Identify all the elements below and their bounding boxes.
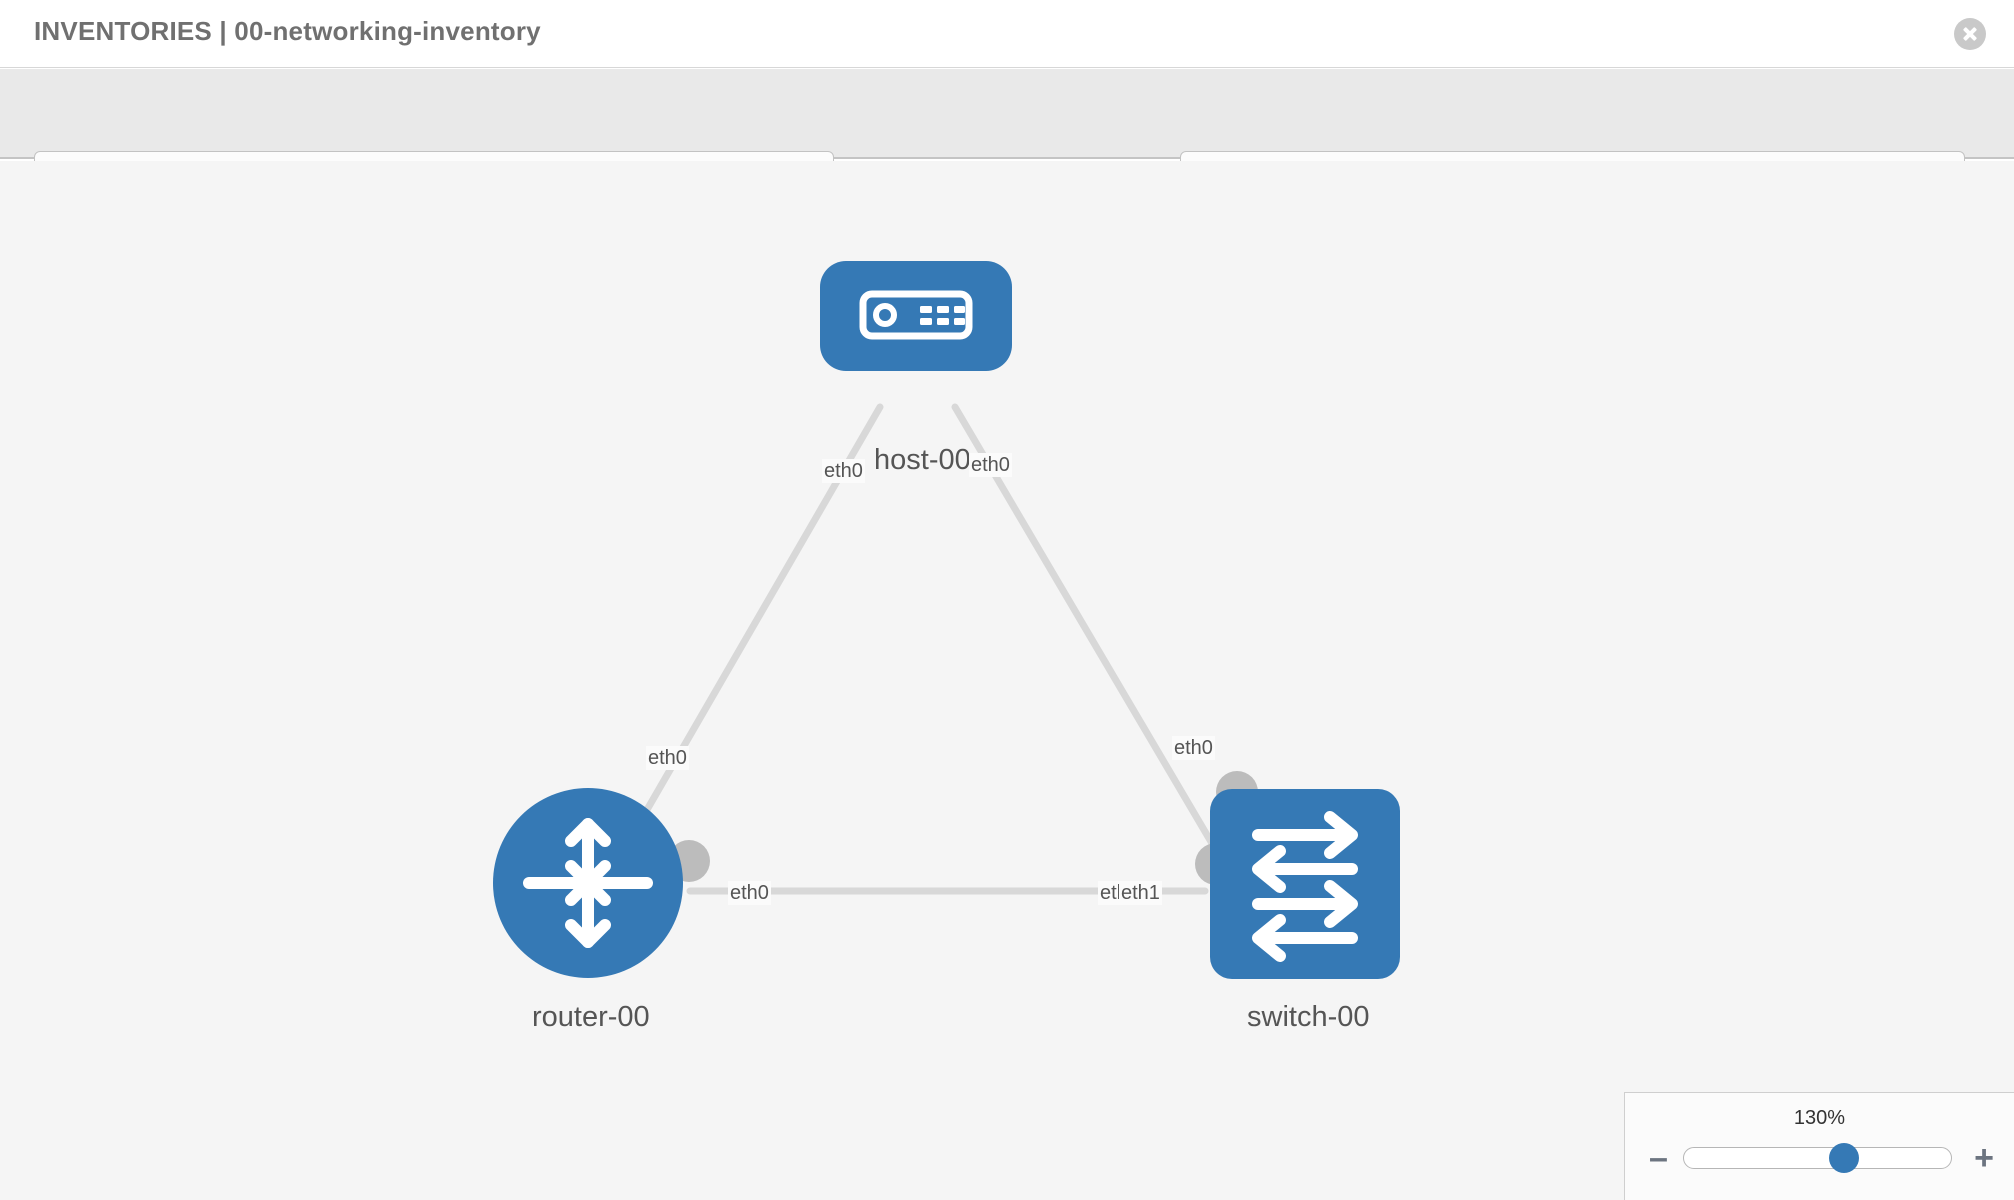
zoom-slider-row: – + — [1625, 1141, 2014, 1175]
toolbar: ACTIONS SEARCH — [0, 69, 2014, 203]
interface-label-switch-up: eth0 — [1172, 736, 1215, 760]
node-router-00[interactable] — [493, 788, 729, 978]
switch-icon-tile[interactable] — [1210, 789, 1400, 979]
server-icon — [859, 290, 973, 340]
page-title: INVENTORIES | 00-networking-inventory — [34, 16, 541, 46]
node-host-00[interactable] — [820, 261, 1012, 441]
interface-label-router-right: eth0 — [728, 881, 771, 905]
zoom-in-button[interactable]: + — [1974, 1139, 1994, 1177]
zoom-level-label: 130% — [1793, 1107, 1846, 1129]
zoom-slider-thumb[interactable] — [1829, 1143, 1860, 1173]
node-label-host-00: host-00 — [872, 444, 973, 477]
node-label-router-00: router-00 — [530, 1001, 652, 1034]
link-host-switch — [951, 403, 1244, 895]
close-icon[interactable] — [1954, 18, 1986, 50]
node-switch-00[interactable] — [1195, 771, 1410, 986]
switch-arrows-icon — [1252, 811, 1358, 962]
interface-label-host-right: eth0 — [969, 453, 1012, 477]
window-header: INVENTORIES | 00-networking-inventory — [0, 0, 2014, 68]
host-icon-tile[interactable] — [820, 261, 1012, 371]
router-icon-tile[interactable] — [493, 788, 683, 978]
interface-label-host-left: eth0 — [822, 459, 865, 483]
interface-label-router-up: eth0 — [646, 746, 689, 770]
topology-canvas[interactable]: host-00 eth0 eth0 — [0, 161, 2014, 1200]
node-label-switch-00: switch-00 — [1245, 1001, 1372, 1034]
zoom-control: 130% – + — [1624, 1092, 2014, 1200]
router-arrows-icon — [523, 818, 653, 948]
zoom-slider-track[interactable] — [1683, 1143, 1952, 1173]
interface-label-switch-left: eth1 — [1119, 881, 1162, 905]
zoom-out-button[interactable]: – — [1649, 1139, 1668, 1177]
